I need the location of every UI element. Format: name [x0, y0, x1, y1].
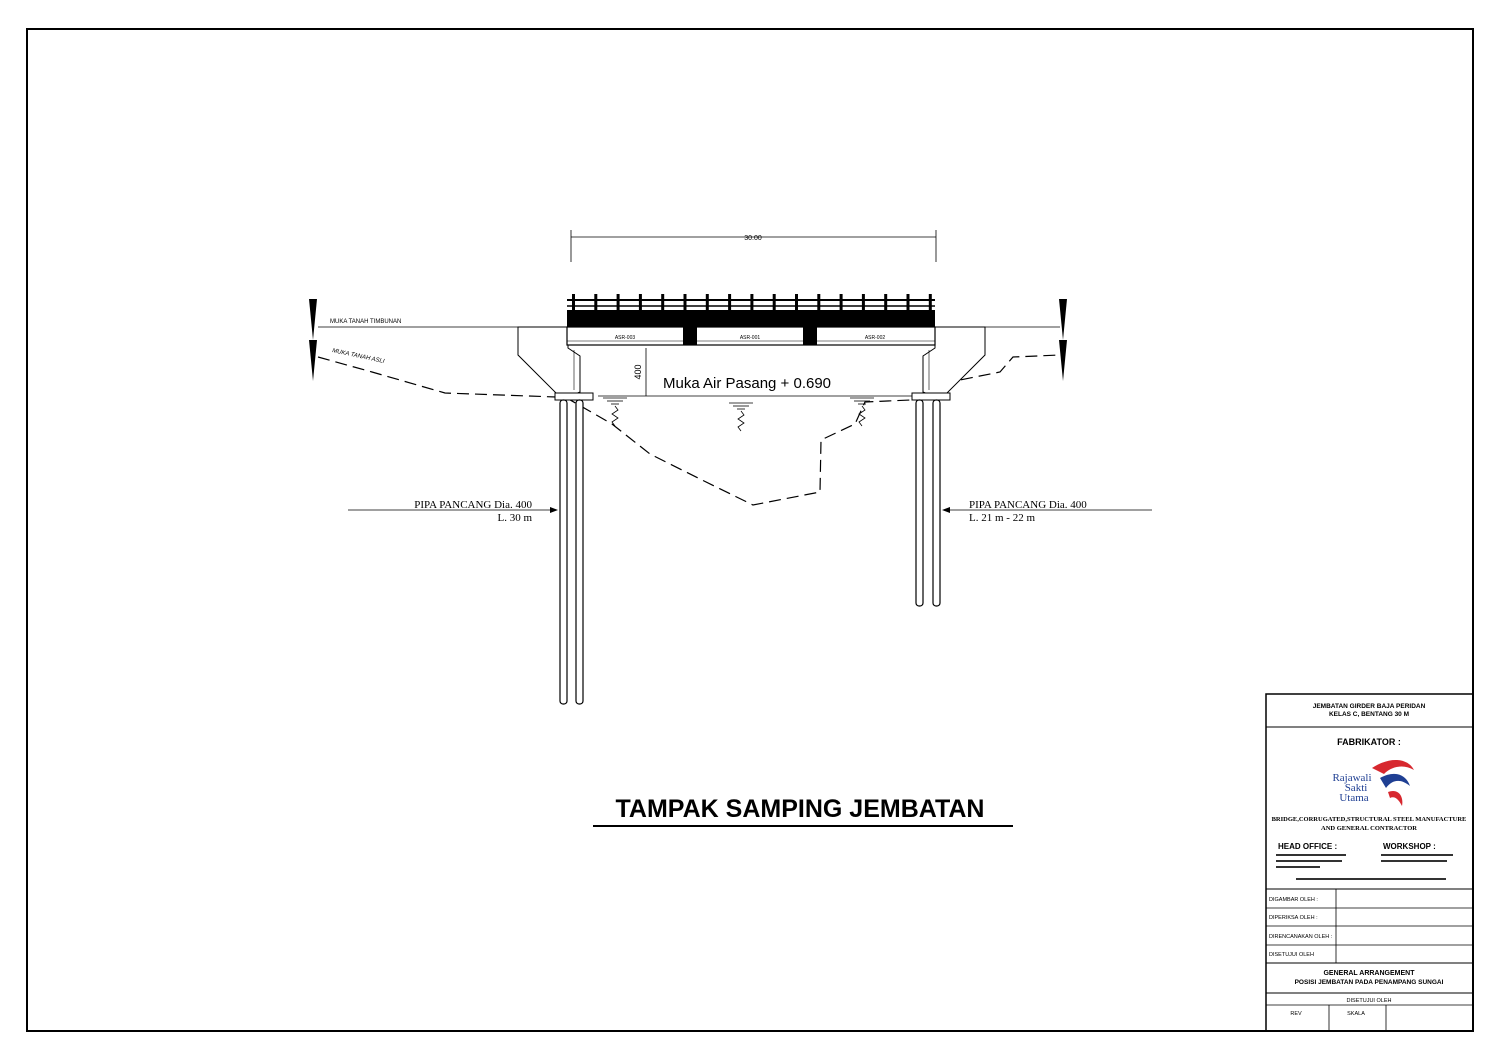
span-dimension: 30.00 [570, 230, 937, 262]
railing-post [884, 294, 888, 311]
span-dimension-text: 30.00 [744, 235, 762, 242]
fabricator-label: FABRIKATOR : [1337, 737, 1401, 747]
railing-post [795, 294, 798, 311]
logo-swoosh-red [1372, 759, 1414, 774]
girder-label-1: ASR-003 [615, 335, 636, 341]
logo-swoosh-blue [1380, 773, 1410, 788]
railing-post [728, 294, 732, 311]
rev-label: REV [1290, 1011, 1302, 1017]
logo-text-1: Rajawali [1332, 772, 1371, 784]
railing-post [705, 294, 709, 311]
signoff-approved-by: DISETUJUI OLEH [1269, 952, 1314, 958]
railing-post [661, 294, 665, 311]
girder-label-2: ASR-001 [740, 335, 761, 341]
project-line2: KELAS C, BENTANG 30 M [1329, 711, 1409, 718]
girder-label-3: ASR-002 [865, 335, 886, 341]
scale-label: SKALA [1347, 1011, 1365, 1017]
railing-post [861, 294, 865, 311]
piles-right [915, 399, 941, 607]
approved-label: DISETUJUI OLEH [1347, 998, 1392, 1004]
piles-left [559, 399, 584, 705]
girder-splice-1 [683, 327, 697, 345]
muka-tanah-timbunan-label: MUKA TANAH TIMBUNAN [330, 319, 401, 325]
railing-post [572, 294, 575, 311]
company-logo: Rajawali Sakti Utama [1332, 759, 1414, 806]
company-line2: AND GENERAL CONTRACTOR [1321, 825, 1417, 832]
pile-callout-left: PIPA PANCANG Dia. 400 L. 30 m [348, 499, 558, 524]
company-line1: BRIDGE,CORRUGATED,STRUCTURAL STEEL MANUF… [1272, 816, 1467, 823]
signoff-drawn-by: DIGAMBAR OLEH : [1269, 897, 1318, 903]
girder [566, 326, 936, 346]
railing-post [772, 294, 776, 311]
railing-post [616, 294, 620, 311]
railing-post [839, 294, 843, 311]
water-surface-symbols [603, 397, 874, 432]
girder-splice-2 [803, 327, 817, 345]
logo-text-3: Utama [1339, 792, 1368, 804]
railing-post [906, 294, 910, 311]
railing-post [594, 294, 598, 311]
project-line1: JEMBATAN GIRDER BAJA PERIDAN [1313, 703, 1426, 710]
title-block: JEMBATAN GIRDER BAJA PERIDAN KELAS C, BE… [1265, 693, 1474, 1032]
railing-post [750, 294, 754, 311]
view-title: TAMPAK SAMPING JEMBATAN [616, 795, 985, 823]
signoff-designed-by: DIRENCANAKAN OLEH : [1269, 934, 1333, 940]
railing-post [817, 294, 821, 311]
railing-post [928, 294, 932, 311]
bridge-deck [567, 310, 935, 327]
workshop-label: WORKSHOP : [1383, 842, 1436, 851]
level-marker-right-top [1059, 299, 1067, 340]
railing-post [638, 294, 642, 311]
water-depth-text: 400 [633, 364, 643, 379]
level-marker-left-top [309, 299, 317, 340]
drawing-title-line2: POSISI JEMBATAN PADA PENAMPANG SUNGAI [1295, 979, 1444, 986]
pile-callout-right: PIPA PANCANG Dia. 400 L. 21 m - 22 m [942, 499, 1152, 524]
bridge-superstructure: ASR-003 ASR-001 ASR-002 [566, 294, 936, 346]
pile-right-length: L. 21 m - 22 m [969, 512, 1035, 524]
sheet-border [26, 28, 1474, 1032]
level-markers [309, 299, 1067, 381]
level-marker-right-bottom [1059, 340, 1067, 381]
address-text-block [1276, 854, 1453, 880]
railing-post [683, 294, 687, 311]
water-level-label: Muka Air Pasang + 0.690 [663, 375, 831, 392]
pile-right-title: PIPA PANCANG Dia. 400 [969, 499, 1087, 511]
level-marker-left-bottom [309, 340, 317, 381]
head-office-label: HEAD OFFICE : [1278, 842, 1337, 851]
drawing-title-line1: GENERAL ARRANGEMENT [1323, 970, 1415, 977]
pile-left-title: PIPA PANCANG Dia. 400 [414, 499, 532, 511]
logo-text-2: Sakti [1345, 782, 1368, 794]
abutment-right [911, 326, 986, 401]
railing-posts [572, 294, 932, 311]
pile-left-length: L. 30 m [497, 512, 532, 524]
signoff-checked-by: DIPERIKSA OLEH : [1269, 915, 1318, 921]
